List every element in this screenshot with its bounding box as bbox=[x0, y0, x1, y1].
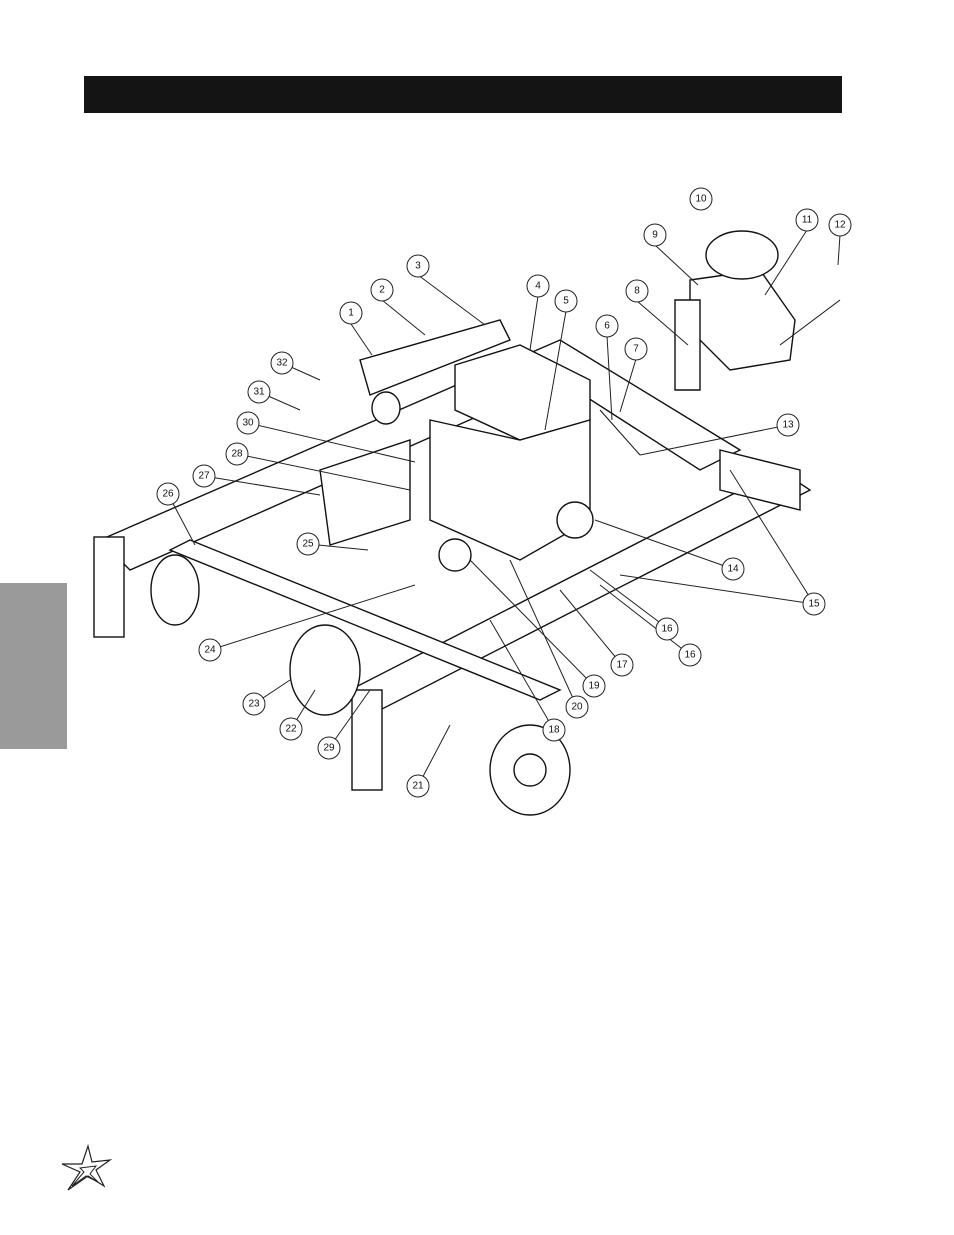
callout-number: 21 bbox=[412, 781, 424, 792]
callout-8: 8 bbox=[625, 279, 649, 303]
callout-20: 20 bbox=[565, 695, 589, 719]
parts-drawing bbox=[93, 230, 841, 816]
callout-number: 4 bbox=[535, 281, 541, 292]
callout-number: 24 bbox=[204, 645, 216, 656]
star-logo-icon bbox=[61, 1143, 113, 1191]
callout-number: 10 bbox=[695, 194, 707, 205]
callout-11: 11 bbox=[795, 208, 819, 232]
callout-16b: 16 bbox=[678, 643, 702, 667]
callout-number: 2 bbox=[379, 285, 385, 296]
callout-number: 15 bbox=[808, 599, 820, 610]
callouts: 1 2 3 4 5 6 7 8 9 10 11 12 13 14 15 16 1… bbox=[156, 187, 852, 798]
wheel-hub-center bbox=[513, 753, 547, 787]
callout-22: 22 bbox=[279, 717, 303, 741]
callout-number: 31 bbox=[253, 387, 265, 398]
callout-number: 11 bbox=[802, 215, 813, 226]
callout-number: 1 bbox=[348, 308, 354, 319]
callout-4: 4 bbox=[526, 274, 550, 298]
callout-number: 22 bbox=[285, 724, 297, 735]
callout-9: 9 bbox=[643, 223, 667, 247]
callout-5: 5 bbox=[554, 289, 578, 313]
callout-number: 28 bbox=[231, 449, 243, 460]
callout-number: 3 bbox=[415, 261, 421, 272]
callout-2: 2 bbox=[370, 278, 394, 302]
callout-31: 31 bbox=[247, 380, 271, 404]
engine-pulley bbox=[556, 501, 594, 539]
callout-1: 1 bbox=[339, 301, 363, 325]
callout-number: 27 bbox=[198, 471, 210, 482]
hitch-bracket-left bbox=[93, 536, 125, 638]
frame-crossmember bbox=[168, 539, 562, 701]
callout-number: 26 bbox=[162, 489, 174, 500]
callout-15: 15 bbox=[802, 592, 826, 616]
frame-end bbox=[719, 449, 801, 511]
callout-number: 19 bbox=[588, 681, 600, 692]
callout-29: 29 bbox=[317, 736, 341, 760]
callout-24: 24 bbox=[198, 638, 222, 662]
exploded-parts-diagram: 1 2 3 4 5 6 7 8 9 10 11 12 13 14 15 16 1… bbox=[93, 187, 852, 816]
callout-19: 19 bbox=[582, 674, 606, 698]
cable-12 bbox=[779, 299, 841, 346]
muffler bbox=[359, 319, 511, 396]
callout-number: 16 bbox=[661, 624, 673, 635]
callout-14: 14 bbox=[721, 557, 745, 581]
muffler-outlet bbox=[371, 391, 401, 425]
callout-number: 13 bbox=[782, 420, 794, 431]
callout-13: 13 bbox=[776, 413, 800, 437]
hydraulic-motor bbox=[319, 439, 411, 546]
callout-7: 7 bbox=[624, 337, 648, 361]
axle-end bbox=[150, 554, 200, 626]
pump-pulley bbox=[438, 538, 472, 572]
callout-number: 7 bbox=[633, 344, 639, 355]
cable-13 bbox=[599, 409, 641, 456]
frame-rail-rear bbox=[98, 339, 742, 571]
callout-number: 16 bbox=[684, 650, 696, 661]
callout-number: 17 bbox=[616, 660, 628, 671]
callout-number: 29 bbox=[323, 743, 335, 754]
hitch-bracket-right bbox=[351, 689, 383, 791]
callout-12: 12 bbox=[828, 213, 852, 237]
section-side-tab bbox=[0, 583, 67, 749]
callout-32: 32 bbox=[270, 351, 294, 375]
callout-21: 21 bbox=[406, 774, 430, 798]
tank-left bbox=[289, 624, 361, 716]
callout-number: 18 bbox=[548, 725, 560, 736]
callout-28: 28 bbox=[225, 442, 249, 466]
callout-number: 14 bbox=[727, 564, 739, 575]
callout-number: 25 bbox=[302, 539, 314, 550]
callout-10: 10 bbox=[689, 187, 713, 211]
callout-number: 5 bbox=[563, 296, 569, 307]
callout-number: 32 bbox=[276, 358, 288, 369]
callout-6: 6 bbox=[595, 314, 619, 338]
callout-number: 12 bbox=[834, 220, 846, 231]
callout-number: 30 bbox=[242, 418, 254, 429]
section-title-bar bbox=[84, 76, 842, 113]
callout-30: 30 bbox=[236, 411, 260, 435]
air-cleaner bbox=[689, 269, 796, 371]
callout-number: 23 bbox=[248, 699, 260, 710]
callout-number: 20 bbox=[571, 702, 583, 713]
callout-17: 17 bbox=[610, 653, 634, 677]
callout-number: 6 bbox=[604, 321, 610, 332]
air-cleaner-cap bbox=[705, 230, 779, 280]
callout-27: 27 bbox=[192, 464, 216, 488]
callout-3: 3 bbox=[406, 254, 430, 278]
callout-number: 8 bbox=[634, 286, 640, 297]
callout-18: 18 bbox=[542, 718, 566, 742]
callout-23: 23 bbox=[242, 692, 266, 716]
callout-26: 26 bbox=[156, 482, 180, 506]
callout-number: 9 bbox=[652, 230, 658, 241]
callout-25: 25 bbox=[296, 532, 320, 556]
callout-16a: 16 bbox=[655, 617, 679, 641]
